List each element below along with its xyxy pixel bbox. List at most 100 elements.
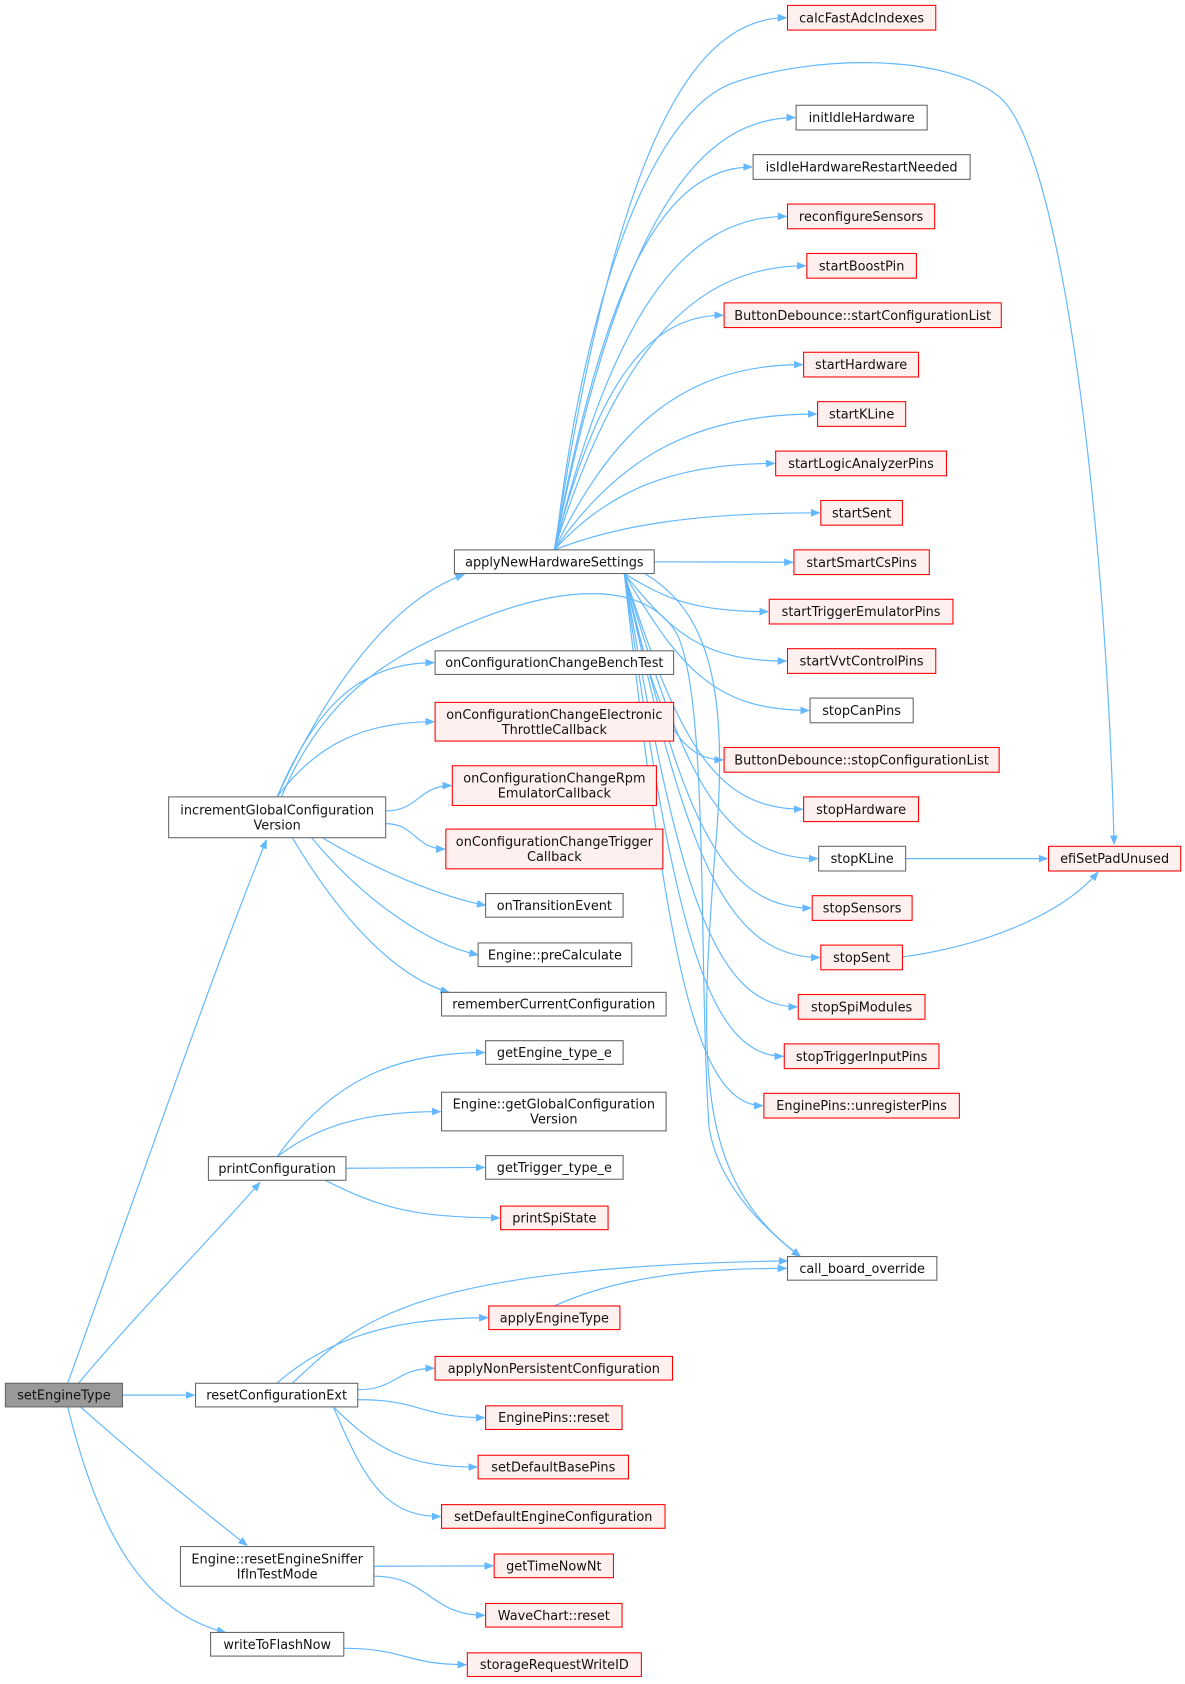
graph-node-startLogicAnalyzerPins[interactable]: startLogicAnalyzerPins	[775, 450, 948, 477]
graph-node-stopCanPins[interactable]: stopCanPins	[809, 697, 914, 724]
node-box[interactable]	[1048, 845, 1182, 872]
node-box[interactable]	[811, 895, 913, 921]
graph-node-stopKLine[interactable]: stopKLine	[818, 845, 907, 872]
node-box[interactable]	[451, 765, 657, 807]
node-box[interactable]	[723, 746, 1000, 773]
graph-node-stopSensors[interactable]: stopSensors	[811, 895, 913, 921]
graph-node-writeToFlashNow[interactable]: writeToFlashNow	[210, 1631, 345, 1657]
node-box[interactable]	[466, 1652, 642, 1678]
graph-node-initIdleHardware[interactable]: initIdleHardware	[795, 104, 928, 131]
node-box[interactable]	[485, 1040, 624, 1065]
node-box[interactable]	[818, 845, 907, 872]
graph-node-resetConfigurationExt[interactable]: resetConfigurationExt	[194, 1382, 359, 1408]
graph-node-startSent[interactable]: startSent	[820, 499, 903, 526]
node-box[interactable]	[453, 549, 655, 575]
graph-node-applyNewHardwareSettings[interactable]: applyNewHardwareSettings	[453, 549, 655, 575]
node-box[interactable]	[207, 1156, 347, 1181]
node-box[interactable]	[786, 4, 937, 31]
node-box[interactable]	[803, 796, 920, 823]
graph-node-startConfigurationList[interactable]: ButtonDebounce::startConfigurationList	[723, 302, 1002, 329]
node-box[interactable]	[434, 650, 675, 675]
graph-node-startHardware[interactable]: startHardware	[803, 351, 920, 378]
graph-node-startTriggerEmulatorPins[interactable]: startTriggerEmulatorPins	[768, 598, 954, 625]
graph-node-onConfigurationChangeElectronicThrottleCallback[interactable]: onConfigurationChangeElectronicThrottleC…	[434, 701, 675, 742]
node-box[interactable]	[4, 1382, 124, 1408]
node-box[interactable]	[441, 1504, 666, 1529]
graph-node-applyEngineType[interactable]: applyEngineType	[488, 1305, 621, 1331]
graph-node-call-board-override[interactable]: call_board_override	[786, 1256, 938, 1281]
graph-node-stopSpiModules[interactable]: stopSpiModules	[797, 993, 926, 1020]
node-box[interactable]	[806, 252, 917, 279]
graph-node-EnginePinsReset[interactable]: EnginePins::reset	[485, 1405, 623, 1431]
node-box[interactable]	[210, 1631, 345, 1657]
node-box[interactable]	[820, 944, 903, 971]
node-box[interactable]	[485, 1405, 623, 1431]
graph-node-startSmartCsPins[interactable]: startSmartCsPins	[793, 549, 930, 576]
node-box[interactable]	[817, 401, 907, 427]
graph-node-stopSent[interactable]: stopSent	[820, 944, 903, 971]
node-box[interactable]	[441, 1091, 667, 1132]
node-box[interactable]	[434, 701, 675, 742]
node-box[interactable]	[179, 1545, 375, 1587]
graph-node-getTrigger-type-e[interactable]: getTrigger_type_e	[485, 1155, 624, 1180]
graph-node-getEngine-type-e[interactable]: getEngine_type_e	[485, 1040, 624, 1065]
node-box[interactable]	[786, 648, 937, 674]
graph-node-printConfiguration[interactable]: printConfiguration	[207, 1156, 347, 1181]
graph-node-startKLine[interactable]: startKLine	[817, 401, 907, 427]
node-box[interactable]	[752, 154, 971, 180]
node-box[interactable]	[500, 1205, 609, 1231]
graph-node-rememberCurrentConfiguration[interactable]: rememberCurrentConfiguration	[441, 991, 667, 1017]
node-box[interactable]	[434, 1355, 674, 1381]
node-box[interactable]	[809, 697, 914, 724]
graph-node-getTimeNowNt[interactable]: getTimeNowNt	[493, 1553, 614, 1579]
graph-node-storageRequestWriteID[interactable]: storageRequestWriteID	[466, 1652, 642, 1678]
node-box[interactable]	[194, 1382, 359, 1408]
node-box[interactable]	[477, 942, 633, 968]
graph-node-stopHardware[interactable]: stopHardware	[803, 796, 920, 823]
graph-node-setDefaultBasePins[interactable]: setDefaultBasePins	[477, 1454, 630, 1480]
node-box[interactable]	[441, 991, 667, 1017]
node-box[interactable]	[477, 1454, 630, 1480]
node-box[interactable]	[793, 549, 930, 576]
graph-node-preCalculate[interactable]: Engine::preCalculate	[477, 942, 633, 968]
graph-node-unregisterPins[interactable]: EnginePins::unregisterPins	[763, 1092, 960, 1119]
node-box[interactable]	[803, 351, 920, 378]
graph-node-startBoostPin[interactable]: startBoostPin	[806, 252, 917, 279]
graph-node-efiSetPadUnused[interactable]: efiSetPadUnused	[1048, 845, 1182, 872]
graph-node-applyNonPersistentConfiguration[interactable]: applyNonPersistentConfiguration	[434, 1355, 674, 1381]
node-box[interactable]	[768, 598, 954, 625]
graph-node-calcFastAdcIndexes[interactable]: calcFastAdcIndexes	[786, 4, 937, 31]
graph-node-WaveChartReset[interactable]: WaveChart::reset	[485, 1602, 623, 1628]
node-box[interactable]	[786, 1256, 938, 1281]
node-box[interactable]	[493, 1553, 614, 1579]
node-box[interactable]	[820, 499, 903, 526]
node-box[interactable]	[786, 203, 936, 230]
node-box[interactable]	[485, 1602, 623, 1628]
graph-node-startVvtControlPins[interactable]: startVvtControlPins	[786, 648, 937, 674]
node-box[interactable]	[795, 104, 928, 131]
node-box[interactable]	[783, 1043, 940, 1070]
graph-node-stopConfigurationList[interactable]: ButtonDebounce::stopConfigurationList	[723, 746, 1000, 773]
node-box[interactable]	[723, 302, 1002, 329]
graph-node-onConfigurationChangeBenchTest[interactable]: onConfigurationChangeBenchTest	[434, 650, 675, 675]
graph-node-onTransitionEvent[interactable]: onTransitionEvent	[485, 893, 624, 918]
graph-node-isIdleHardwareRestartNeeded[interactable]: isIdleHardwareRestartNeeded	[752, 154, 971, 180]
node-box[interactable]	[775, 450, 948, 477]
graph-node-printSpiState[interactable]: printSpiState	[500, 1205, 609, 1231]
graph-node-reconfigureSensors[interactable]: reconfigureSensors	[786, 203, 936, 230]
node-box[interactable]	[488, 1305, 621, 1331]
graph-node-stopTriggerInputPins[interactable]: stopTriggerInputPins	[783, 1043, 940, 1070]
node-box[interactable]	[485, 893, 624, 918]
node-box[interactable]	[168, 796, 387, 839]
node-box[interactable]	[797, 993, 926, 1020]
graph-node-setDefaultEngineConfiguration[interactable]: setDefaultEngineConfiguration	[441, 1504, 666, 1529]
node-box[interactable]	[445, 828, 664, 870]
graph-node-setEngineType[interactable]: setEngineType	[4, 1382, 124, 1408]
node-box[interactable]	[485, 1155, 624, 1180]
node-box[interactable]	[763, 1092, 960, 1119]
